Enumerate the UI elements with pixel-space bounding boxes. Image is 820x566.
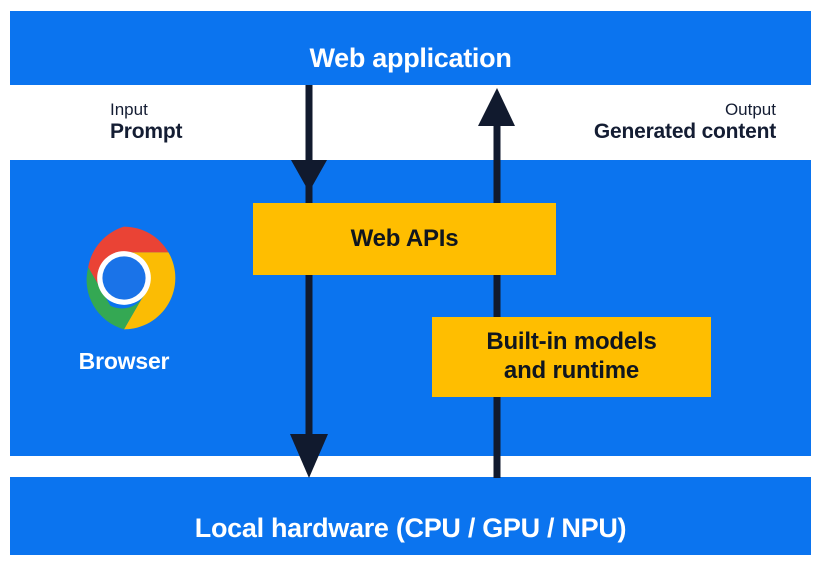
box-built-in-models[interactable]: Built-in models and runtime <box>432 317 711 397</box>
box-built-in-models-label: Built-in models and runtime <box>486 328 657 386</box>
browser-label: Browser <box>78 348 170 374</box>
output-value-label: Generated content <box>593 119 776 143</box>
chrome-logo-icon <box>86 226 176 330</box>
output-label-group: Output Generated content <box>594 100 776 144</box>
box-built-in-models-line2: and runtime <box>503 357 640 384</box>
input-label-group: Input Prompt <box>110 100 183 144</box>
band-local-hardware: Local hardware (CPU / GPU / NPU) <box>10 477 811 555</box>
band-web-application: Web application <box>10 11 811 85</box>
browser-block: Browser <box>58 222 190 375</box>
band-web-application-label: Web application <box>309 43 512 73</box>
box-built-in-models-line1: Built-in models <box>486 328 657 356</box>
input-value-label: Prompt <box>110 119 183 143</box>
box-web-apis-label: Web APIs <box>350 224 459 252</box>
input-kind-label: Input <box>110 100 148 119</box>
band-local-hardware-label: Local hardware (CPU / GPU / NPU) <box>194 513 627 543</box>
box-web-apis[interactable]: Web APIs <box>253 203 556 275</box>
output-kind-label: Output <box>724 100 776 119</box>
